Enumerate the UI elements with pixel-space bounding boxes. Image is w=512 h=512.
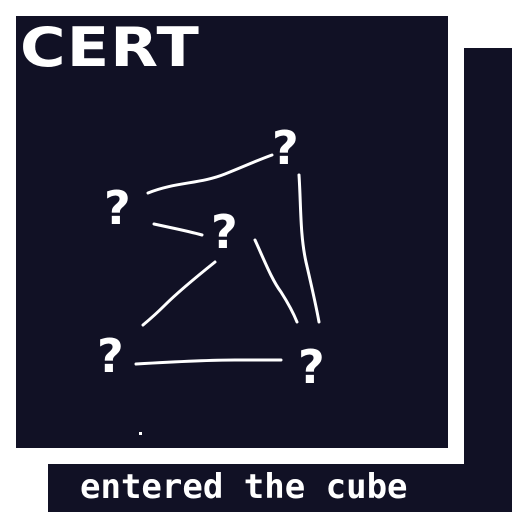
caption: entered the cube	[80, 467, 408, 507]
edge-center-bottom-right	[253, 238, 299, 324]
back-panel	[464, 48, 512, 464]
node-center: ?	[211, 205, 238, 259]
caption-bar	[48, 464, 512, 512]
edge-left-top	[146, 153, 274, 195]
node-left: ?	[104, 181, 131, 235]
node-bottom-left: ?	[97, 329, 124, 383]
node-top: ?	[272, 121, 299, 175]
main-panel	[16, 16, 448, 448]
title: CERT	[20, 16, 200, 79]
edge-center-bottom-left	[141, 260, 217, 327]
edge-left-center	[152, 222, 204, 237]
stray-dot	[139, 432, 142, 435]
edge-top-bottom-right	[297, 173, 321, 324]
node-bottom-right: ?	[298, 340, 325, 394]
edge-bottom-left-bottom-right	[134, 358, 283, 366]
